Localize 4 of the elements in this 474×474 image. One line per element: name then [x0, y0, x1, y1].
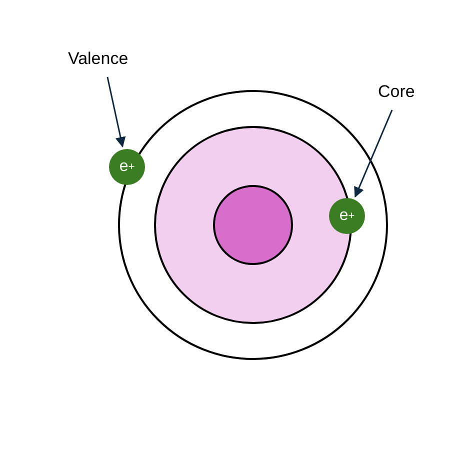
arrow [354, 110, 393, 198]
callout-label: Valence [68, 49, 140, 71]
callout-label: Core [378, 82, 422, 104]
arrow [106, 76, 126, 148]
